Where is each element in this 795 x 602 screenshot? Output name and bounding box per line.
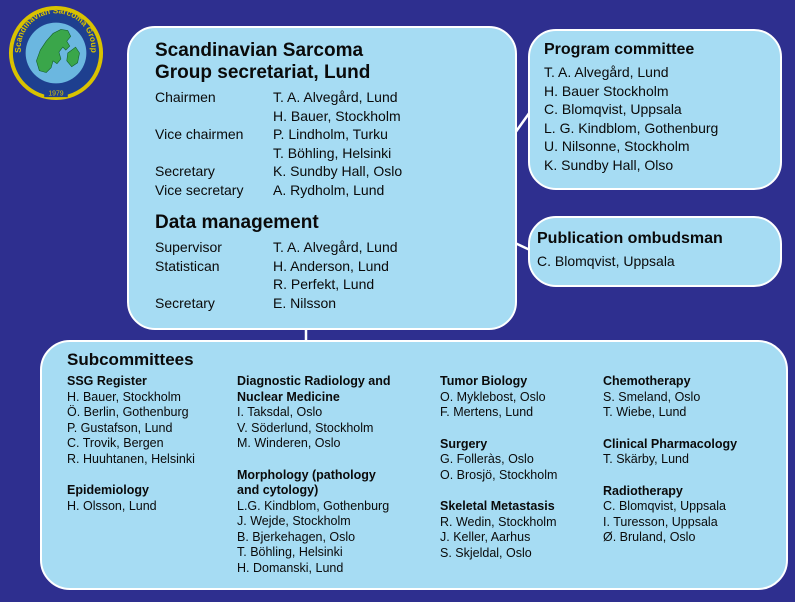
program-committee-title: Program committee: [544, 41, 695, 58]
program-committee-member: H. Bauer Stockholm: [544, 82, 669, 99]
subcommittee-member: S. Smeland, Oslo: [603, 389, 701, 404]
subcommittee-member: J. Keller, Aarhus: [440, 530, 531, 544]
role-label: Supervisor: [155, 239, 222, 255]
subcommittee-heading: Nuclear Medicine: [237, 389, 340, 404]
subcommittee-member: B. Bjerkehagen, Oslo: [237, 529, 356, 544]
subcommittee-member: T. Böhling, Helsinki: [237, 545, 343, 559]
subcommittee-member: I. Taksdal, Oslo: [237, 405, 323, 419]
subcommittee-member: F. Mertens, Lund: [440, 405, 534, 419]
section-spacer: [440, 483, 557, 499]
subcommittee-heading: Epidemiology: [67, 483, 149, 497]
subcommittee-heading: Diagnostic Radiology and: [237, 374, 391, 388]
subcommittee-member: M. Winderen, Oslo: [237, 436, 341, 450]
data-management-title: Data management: [155, 212, 319, 233]
subcommittee-member: V. Söderlund, Stockholm: [237, 420, 374, 435]
subcommittee-heading: Radiotherapy: [603, 483, 683, 498]
roster-row: Chairmen T. A. Alvegård, Lund: [155, 88, 515, 107]
secretariat-title-line1: Scandinavian Sarcoma: [155, 40, 364, 61]
subcommittee-member: S. Skjeldal, Oslo: [440, 545, 532, 560]
role-label: Chairmen: [155, 89, 216, 105]
roster-row: Secretary E. Nilsson: [155, 294, 515, 313]
secretariat-title-line2: Group secretariat, Lund: [155, 62, 371, 83]
subcommittee-member: Ö. Berlin, Gothenburg: [67, 405, 189, 419]
subcommittee-member: H. Bauer, Stockholm: [67, 389, 181, 404]
subcommittee-heading: and cytology): [237, 483, 319, 497]
member-name: T. Böhling, Helsinki: [273, 144, 392, 161]
secretariat-roster: Chairmen T. A. Alvegård, Lund H. Bauer, St…: [155, 88, 515, 199]
subcommittee-member: J. Wejde, Stockholm: [237, 514, 351, 528]
roster-row: R. Perfekt, Lund: [155, 275, 515, 294]
section-spacer: [237, 452, 391, 468]
member-name: H. Bauer, Stockholm: [273, 107, 401, 124]
roster-row: Statistican H. Anderson, Lund: [155, 257, 515, 276]
subcommittee-member: H. Olsson, Lund: [67, 498, 157, 513]
subcommittee-heading: SSG Register: [67, 374, 147, 388]
subcommittee-member: Ø. Bruland, Oslo: [603, 530, 696, 544]
subcommittee-member: P. Gustafson, Lund: [67, 420, 173, 435]
member-name: R. Perfekt, Lund: [273, 276, 375, 292]
logo-year: 1979: [48, 91, 63, 98]
subcommittee-member: H. Domanski, Lund: [237, 560, 344, 575]
publication-ombudsman-title: Publication ombudsman: [537, 230, 723, 247]
role-label: Secretary: [155, 163, 215, 179]
member-name: T. A. Alvegård, Lund: [273, 239, 398, 255]
program-committee-member: U. Nilsonne, Stockholm: [544, 138, 690, 154]
roster-row: Vice chairmen P. Lindholm, Turku: [155, 125, 515, 144]
roster-row: Supervisor T. A. Alvegård, Lund: [155, 238, 515, 257]
member-name: H. Anderson, Lund: [273, 257, 389, 274]
program-committee-member: T. A. Alvegård, Lund: [544, 64, 669, 80]
member-name: K. Sundby Hall, Oslo: [273, 163, 403, 179]
subcommittee-heading: Surgery: [440, 436, 488, 451]
member-name: T. A. Alvegård, Lund: [273, 89, 398, 105]
subcommittee-member: I. Turesson, Uppsala: [603, 514, 718, 529]
scandinavia-map-icon: [36, 29, 80, 73]
subcommittee-heading: Clinical Pharmacology: [603, 436, 738, 451]
subcommittee-member: C. Blomqvist, Uppsala: [603, 499, 726, 513]
section-spacer: [603, 468, 737, 484]
subcommittee-member: L.G. Kindblom, Gothenburg: [237, 498, 390, 513]
subcommittee-member: R. Huuhtanen, Helsinki: [67, 451, 195, 466]
subcommittee-member: O. Brosjö, Stockholm: [440, 467, 558, 482]
subcommittee-member: T. Skärby, Lund: [603, 452, 689, 466]
subcommittees-title: Subcommittees: [67, 350, 194, 369]
member-name: A. Rydholm, Lund: [273, 181, 385, 198]
subcommittee-heading: Morphology (pathology: [237, 467, 376, 482]
role-label: Vice secretary: [155, 181, 244, 198]
subcommittee-member: C. Trovik, Bergen: [67, 436, 164, 450]
subcommittee-member: O. Myklebost, Oslo: [440, 389, 546, 404]
subcommittee-heading: Tumor Biology: [440, 374, 528, 388]
program-committee-member: L. G. Kindblom, Gothenburg: [544, 119, 719, 136]
subcommittee-member: R. Wedin, Stockholm: [440, 514, 557, 529]
roster-row: H. Bauer, Stockholm: [155, 107, 515, 126]
roster-row: Vice secretary A. Rydholm, Lund: [155, 181, 515, 200]
program-committee-member: C. Blomqvist, Uppsala: [544, 101, 682, 117]
program-committee-member: K. Sundby Hall, Olso: [544, 156, 674, 173]
role-label: Vice chairmen: [155, 126, 244, 142]
section-spacer: [67, 467, 195, 483]
section-spacer: [440, 421, 557, 437]
publication-ombudsman-member: C. Blomqvist, Uppsala: [537, 253, 675, 269]
subcommittee-member: G. Folleràs, Oslo: [440, 452, 534, 466]
subcommittee-heading: Chemotherapy: [603, 374, 691, 388]
subcommittee-member: T. Wiebe, Lund: [603, 405, 687, 419]
roster-row: T. Böhling, Helsinki: [155, 144, 515, 163]
roster-row: Secretary K. Sundby Hall, Oslo: [155, 162, 515, 181]
role-label: Statistican: [155, 257, 220, 274]
role-label: Secretary: [155, 294, 215, 311]
subcommittee-heading: Skeletal Metastasis: [440, 499, 555, 513]
member-name: P. Lindholm, Turku: [273, 126, 388, 142]
section-spacer: [603, 421, 737, 437]
secretariat-box: Scandinavian Sarcoma Group secretariat, …: [127, 26, 517, 330]
member-name: E. Nilsson: [273, 294, 337, 311]
ssg-logo: Scandinavian Sarcoma Group 1979: [8, 5, 104, 101]
publication-ombudsman-box: Publication ombudsman C. Blomqvist, Upps…: [528, 216, 782, 287]
